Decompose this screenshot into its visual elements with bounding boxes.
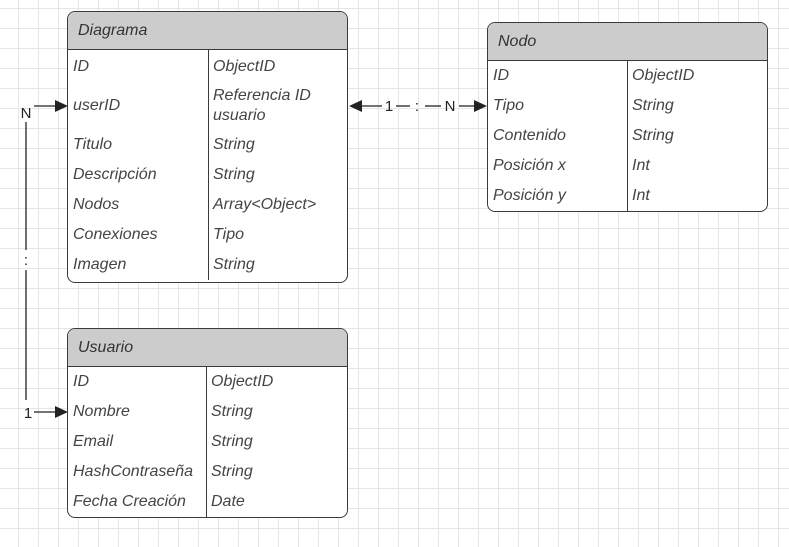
attribute-row: Email String: [68, 427, 347, 457]
attribute-name: Email: [73, 433, 114, 450]
attribute-type: String: [211, 433, 253, 450]
column-divider: [208, 50, 209, 280]
attribute-row: Nombre String: [68, 397, 347, 427]
attribute-type: String: [632, 127, 674, 144]
entity-diagrama[interactable]: Diagrama ID ObjectID userID Referencia I…: [67, 11, 348, 283]
column-divider: [627, 61, 628, 211]
arrowhead-right: [474, 100, 487, 112]
cardinality-one-label: 1: [385, 98, 393, 115]
attribute-row: Fecha Creación Date: [68, 487, 347, 517]
attribute-row: Titulo String: [68, 130, 347, 160]
attribute-type: String: [213, 166, 255, 183]
attribute-name: Conexiones: [73, 226, 158, 243]
attribute-name: Descripción: [73, 166, 157, 183]
attribute-type: Int: [632, 187, 650, 204]
attribute-type: String: [211, 463, 253, 480]
attribute-list: ID ObjectID Tipo String Contenido String…: [488, 61, 767, 211]
attribute-name: Posición y: [493, 187, 566, 204]
attribute-row: ID ObjectID: [68, 367, 347, 397]
relation-usuario-diagrama: N : 1: [21, 100, 68, 422]
attribute-name: Fecha Creación: [73, 493, 186, 510]
attribute-name: Tipo: [493, 97, 524, 114]
entity-usuario[interactable]: Usuario ID ObjectID Nombre String Email …: [67, 328, 348, 518]
attribute-type: ObjectID: [211, 373, 274, 390]
arrowhead-usuario: [55, 406, 68, 418]
entity-title: Diagrama: [68, 12, 347, 50]
cardinality-one-label: 1: [24, 405, 32, 422]
attribute-type: String: [213, 256, 255, 273]
cardinality-separator: :: [415, 98, 419, 115]
attribute-name: ID: [493, 67, 509, 84]
attribute-name: Posición x: [493, 157, 566, 174]
attribute-type: Int: [632, 157, 650, 174]
attribute-type: String: [211, 403, 253, 420]
attribute-name: userID: [73, 97, 121, 114]
attribute-type: Referencia ID usuario: [213, 87, 311, 124]
attribute-type: Array<Object>: [213, 196, 317, 213]
cardinality-many-label: N: [445, 98, 456, 115]
attribute-row: Descripción String: [68, 160, 347, 190]
attribute-row: ID ObjectID: [68, 52, 347, 82]
attribute-name: Nombre: [73, 403, 130, 420]
attribute-row: Posición y Int: [488, 181, 767, 211]
attribute-row: HashContraseña String: [68, 457, 347, 487]
attribute-row: Posición x Int: [488, 151, 767, 181]
attribute-list: ID ObjectID userID Referencia ID usuario…: [68, 50, 347, 280]
attribute-type: ObjectID: [213, 58, 276, 75]
attribute-list: ID ObjectID Nombre String Email String H…: [68, 367, 347, 517]
attribute-type: Date: [211, 493, 245, 510]
attribute-name: ID: [73, 373, 89, 390]
attribute-name: Titulo: [73, 136, 112, 153]
column-divider: [206, 367, 207, 517]
cardinality-separator: :: [24, 252, 28, 269]
attribute-row: Nodos Array<Object>: [68, 190, 347, 220]
attribute-name: Imagen: [73, 256, 127, 273]
attribute-name: Contenido: [493, 127, 566, 144]
attribute-row: ID ObjectID: [488, 61, 767, 91]
attribute-type: ObjectID: [632, 67, 695, 84]
relation-diagrama-nodo: 1 : N: [349, 98, 487, 115]
attribute-name: ID: [73, 58, 89, 75]
attribute-name: HashContraseña: [73, 463, 194, 480]
entity-title: Usuario: [68, 329, 347, 367]
entity-title: Nodo: [488, 23, 767, 61]
attribute-row: Imagen String: [68, 250, 347, 280]
arrowhead-diagrama: [55, 100, 68, 112]
attribute-type: String: [632, 97, 674, 114]
attribute-type: String: [213, 136, 255, 153]
attribute-row: Contenido String: [488, 121, 767, 151]
arrowhead-left: [349, 100, 362, 112]
cardinality-many-label: N: [21, 105, 32, 122]
attribute-type: Tipo: [213, 226, 244, 243]
attribute-row: userID Referencia ID usuario: [68, 82, 347, 130]
attribute-row: Tipo String: [488, 91, 767, 121]
attribute-name: Nodos: [73, 196, 120, 213]
entity-nodo[interactable]: Nodo ID ObjectID Tipo String Contenido S…: [487, 22, 768, 212]
attribute-row: Conexiones Tipo: [68, 220, 347, 250]
